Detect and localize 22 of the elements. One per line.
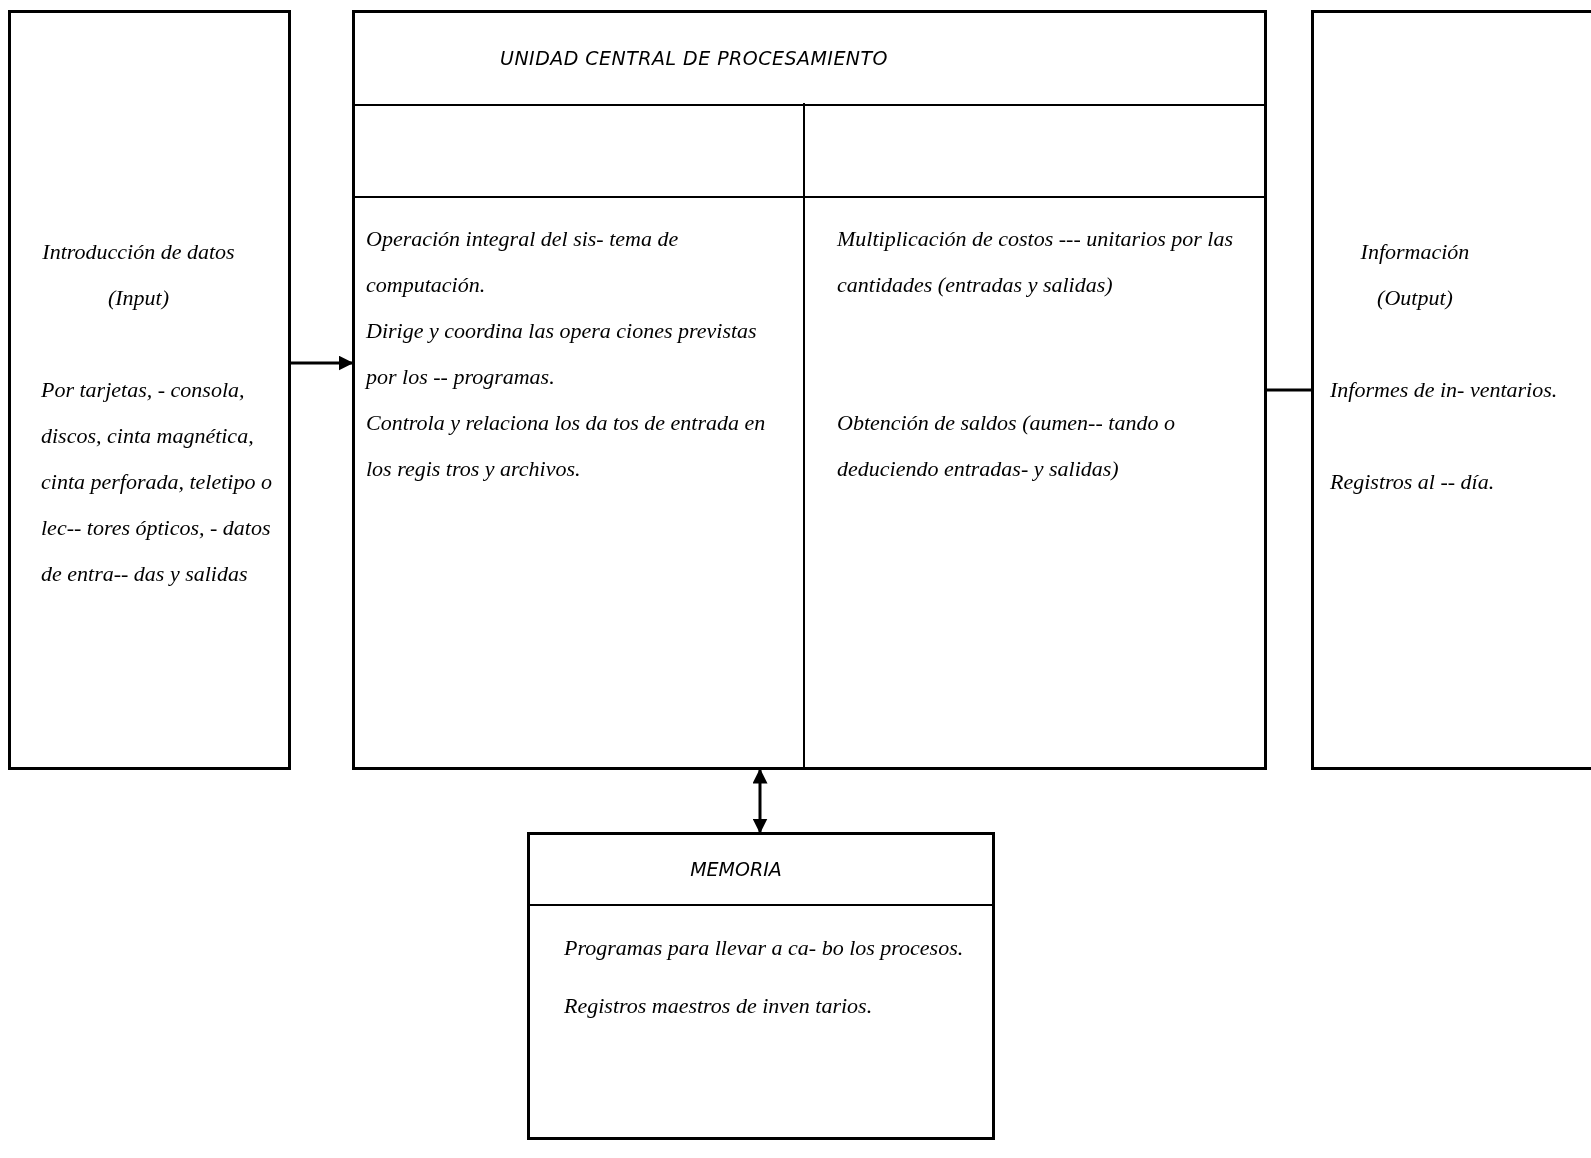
- function-description: Operación integral del sis- tema de computación.: [366, 225, 680, 299]
- arrow: [291, 355, 354, 371]
- connector-line: [1267, 388, 1311, 392]
- output-heading: Información (Output): [1359, 238, 1471, 312]
- input-heading: Introducción de datos (Input): [41, 238, 236, 312]
- cpu-title: UNIDAD CENTRAL DE PROCESAMIENTO: [355, 13, 1264, 106]
- memory-description: Programas para llevar a ca- bo los procesos.: [564, 934, 965, 962]
- memory-title: MEMORIA: [530, 835, 992, 906]
- block-box: [1311, 10, 1591, 770]
- function-description: Controla y relaciona los da tos de entrada en los regis tros y archivos.: [366, 409, 767, 483]
- function-description: Dirige y coordina las opera ciones previstas por los -- programas.: [366, 317, 758, 391]
- block-box: [527, 832, 995, 1140]
- memory-description: Registros maestros de inven tarios.: [564, 992, 874, 1020]
- function-description: Obtención de saldos (aumen-- tando o deduciendo entradas- y salidas): [837, 409, 1176, 483]
- arrow: [752, 768, 768, 834]
- block-box: [8, 10, 291, 770]
- output-description: Informes de in- ventarios.: [1330, 376, 1559, 404]
- function-description: Multiplicación de costos --- unitarios por las cantidades (entradas y salidas): [837, 225, 1234, 299]
- output-description: Registros al -- día.: [1330, 468, 1496, 496]
- cpu-column: [352, 103, 805, 770]
- input-description: Por tarjetas, - consola, discos, cinta magnética, cinta perforada, teletipo o lec-- tores ópticos, - datos de entra-- das y salidas: [41, 376, 273, 588]
- block-box: [352, 10, 1267, 770]
